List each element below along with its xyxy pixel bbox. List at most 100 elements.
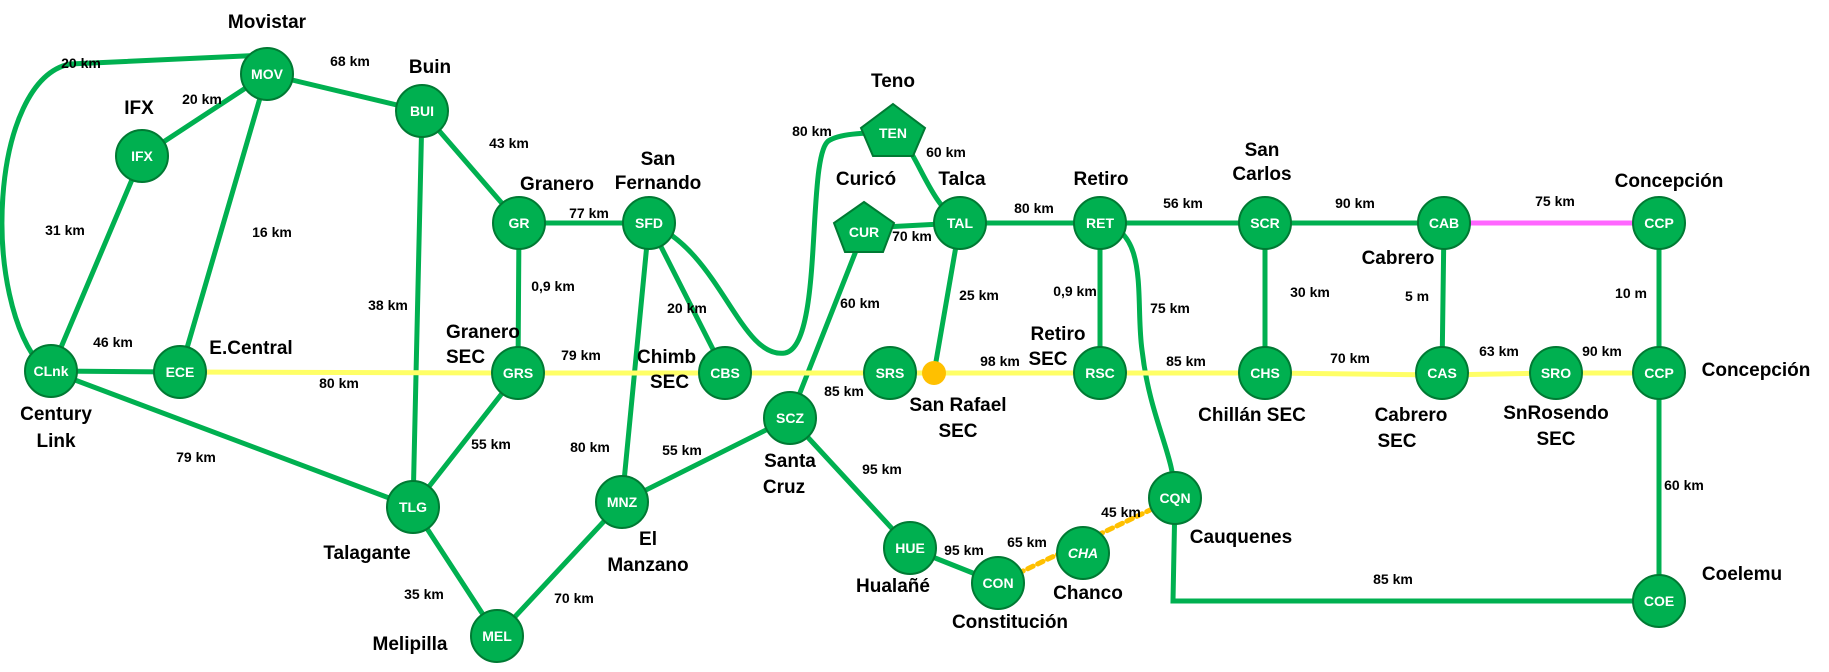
dist-bui-tlg: 38 km (368, 297, 408, 313)
node-gr-code: GR (509, 215, 530, 231)
node-mnz[interactable]: MNZ (595, 475, 649, 529)
node-con[interactable]: CON (971, 556, 1025, 610)
dist-cha-cqn: 45 km (1101, 504, 1141, 520)
dist-sro-ccp: 90 km (1582, 343, 1622, 359)
link-ret-cqn (1097, 220, 1178, 501)
node-mel-code: MEL (482, 628, 512, 644)
dist-cur-scz: 60 km (840, 295, 880, 311)
node-mel[interactable]: MEL (470, 609, 524, 663)
link-scz-hue (787, 415, 913, 551)
label-curico: Curicó (836, 169, 896, 190)
link-grs-tlg (410, 370, 521, 510)
node-scr-code: SCR (1250, 215, 1280, 231)
node-ece-code: ECE (166, 364, 195, 380)
dist-tal-srs: 25 km (959, 287, 999, 303)
node-ccp-bottom[interactable]: CCP (1632, 346, 1686, 400)
node-cqn-code: CQN (1159, 490, 1190, 506)
node-cas[interactable]: CAS (1415, 346, 1469, 400)
node-rsc[interactable]: RSC (1073, 346, 1127, 400)
node-cab[interactable]: CAB (1417, 196, 1471, 250)
label-constitucion: Constitución (952, 612, 1068, 633)
node-cur[interactable]: CUR (832, 200, 896, 253)
node-hue[interactable]: HUE (883, 521, 937, 575)
node-rsc-code: RSC (1085, 365, 1115, 381)
node-clnk[interactable]: CLnk (24, 344, 78, 398)
node-tlg[interactable]: TLG (386, 480, 440, 534)
dist-gr-grs: 0,9 km (531, 278, 575, 294)
node-tal-code: TAL (947, 215, 974, 231)
label-talagante: Talagante (323, 543, 410, 564)
node-ccp-top[interactable]: CCP (1632, 196, 1686, 250)
node-cbs[interactable]: CBS (698, 346, 752, 400)
link-clnk-mov (0, 52, 270, 371)
node-srs[interactable]: SRS (863, 346, 917, 400)
link-sfd-ten (646, 130, 893, 356)
node-chs[interactable]: CHS (1238, 346, 1292, 400)
node-bui-code: BUI (410, 103, 434, 119)
node-ifx-code: IFX (131, 148, 153, 164)
node-mnz-code: MNZ (607, 494, 638, 510)
dist-chs-cas: 70 km (1330, 350, 1370, 366)
node-ifx[interactable]: IFX (115, 129, 169, 183)
dist-mnz-scz: 55 km (662, 442, 702, 458)
dist-ece-grs: 80 km (319, 375, 359, 391)
link-cqn-coe (1170, 495, 1662, 604)
node-sfd-code: SFD (635, 215, 663, 231)
dist-scz-hue: 95 km (862, 461, 902, 477)
link-cur-scz (787, 225, 868, 421)
dist-ten-tal: 60 km (926, 144, 966, 160)
dist-clnk-ece: 46 km (93, 334, 133, 350)
node-grs-code: GRS (503, 365, 533, 381)
dist-con-cha: 65 km (1007, 534, 1047, 550)
link-ece-mov (177, 71, 270, 375)
dist-sfd-cbs: 20 km (667, 300, 707, 316)
label-hualane: Hualañé (856, 576, 930, 597)
node-srs-code: SRS (876, 365, 905, 381)
dist-bui-gr: 43 km (489, 135, 529, 151)
label-cabrero: Cabrero (1362, 248, 1435, 269)
node-sro[interactable]: SRO (1529, 346, 1583, 400)
node-tal[interactable]: TAL (933, 196, 987, 250)
san-rafael-junction-dot (922, 361, 946, 385)
node-ten[interactable]: TEN (859, 102, 927, 157)
node-grs[interactable]: GRS (491, 346, 545, 400)
dist-cbs-srs: 85 km (824, 383, 864, 399)
link-sfd-cbs (646, 220, 728, 376)
node-cqn[interactable]: CQN (1148, 471, 1202, 525)
node-sfd[interactable]: SFD (622, 196, 676, 250)
dist-cqn-coe: 85 km (1373, 571, 1413, 587)
label-talca: Talca (938, 169, 986, 190)
dist-tal-ret: 80 km (1014, 200, 1054, 216)
node-mov[interactable]: MOV (240, 47, 294, 101)
dist-mov-bui: 68 km (330, 53, 370, 69)
label-retiro: Retiro (1074, 169, 1129, 190)
node-bui[interactable]: BUI (395, 84, 449, 138)
node-gr[interactable]: GR (492, 196, 546, 250)
link-bui-tlg (410, 108, 425, 510)
node-ret[interactable]: RET (1073, 196, 1127, 250)
node-scr[interactable]: SCR (1238, 196, 1292, 250)
dist-clnk-ifx: 31 km (45, 222, 85, 238)
node-cha[interactable]: CHA (1056, 526, 1110, 580)
node-ece[interactable]: ECE (153, 345, 207, 399)
label-concepcion-bottom: Concepción (1702, 360, 1811, 381)
label-coelemu: Coelemu (1702, 564, 1782, 585)
dist-rsc-chs: 85 km (1166, 353, 1206, 369)
node-cab-code: CAB (1429, 215, 1459, 231)
node-ten-code: TEN (879, 125, 907, 141)
dist-grs-cbs: 79 km (561, 347, 601, 363)
dist-cab-ccp: 75 km (1535, 193, 1575, 209)
node-coe[interactable]: COE (1632, 574, 1686, 628)
label-granero: Granero (520, 174, 594, 195)
link-clnk-tlg (48, 368, 416, 510)
node-scz[interactable]: SCZ (763, 391, 817, 445)
